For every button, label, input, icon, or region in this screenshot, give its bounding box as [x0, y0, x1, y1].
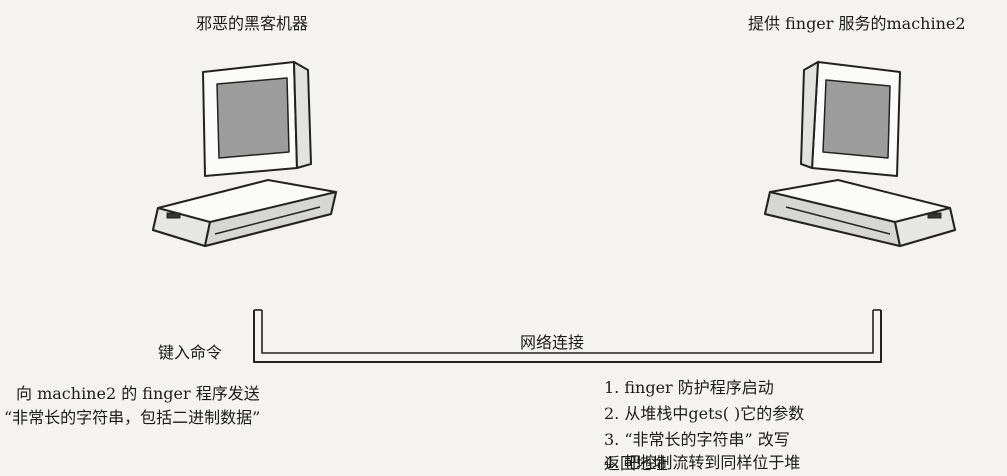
- step-line: 4. 把控制流转到同样位于堆: [604, 453, 801, 472]
- step-line: 3. “非常长的字符串” 改写: [604, 430, 790, 449]
- step-item: 3. “非常长的字符串” 改写 返回地址: [604, 428, 790, 476]
- type-command-label: 键入命令: [158, 343, 223, 362]
- network-connection-inner: [261, 310, 874, 354]
- machine2-computer-icon: [764, 61, 956, 247]
- hacker-computer-icon: [152, 61, 337, 247]
- network-connection-outer: [253, 310, 882, 363]
- finger-server-title: 提供 finger 服务的machine2: [748, 14, 966, 33]
- send-note-line-2: “非常长的字符串，包括二进制数据”: [4, 408, 261, 427]
- network-connection-label: 网络连接: [520, 333, 585, 352]
- step-item: 1. finger 防护程序启动: [604, 376, 774, 400]
- step-line: 1. finger 防护程序启动: [604, 378, 774, 397]
- step-item: 4. 把控制流转到同样位于堆: [604, 451, 800, 475]
- step-line: 返回地址: [604, 454, 669, 473]
- step-line: 2. 从堆栈中gets( )它的参数: [604, 404, 805, 423]
- send-note-line-1: 向 machine2 的 finger 程序发送: [16, 384, 260, 403]
- step-item: 2. 从堆栈中gets( )它的参数: [604, 402, 804, 426]
- hacker-machine-title: 邪恶的黑客机器: [196, 14, 309, 33]
